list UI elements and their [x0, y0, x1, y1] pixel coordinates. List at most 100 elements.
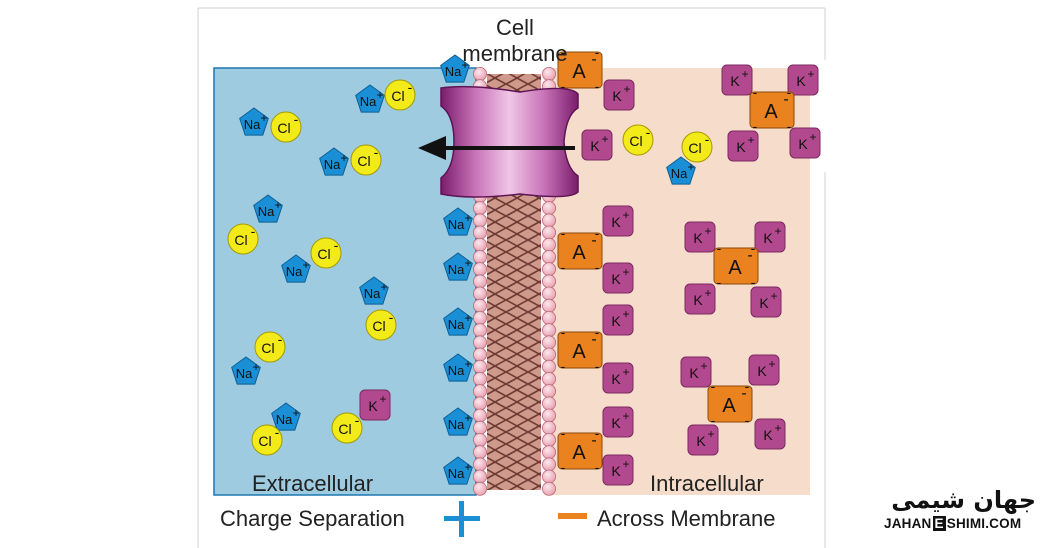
chloride-ion: Cl- — [310, 237, 342, 269]
sodium-charge: + — [464, 411, 471, 425]
potassium-symbol: K — [730, 73, 740, 89]
lipid-head — [542, 213, 557, 228]
charge-separation-label: Charge Separation — [220, 506, 405, 531]
chloride-symbol: Cl — [391, 88, 404, 104]
anion-symbol: A — [722, 395, 736, 417]
anion-corner-charge: - — [595, 324, 600, 340]
potassium-ion: K+ — [602, 304, 634, 336]
potassium-symbol: K — [759, 295, 769, 311]
sodium-charge: + — [461, 58, 468, 72]
potassium-symbol: K — [611, 214, 621, 230]
chloride-ion: Cl- — [331, 412, 363, 444]
anion-corner-charge: - — [717, 274, 722, 290]
lipid-head — [542, 274, 557, 289]
potassium-symbol: K — [689, 365, 699, 381]
across-membrane-label: Across Membrane — [597, 506, 776, 531]
potassium-symbol: K — [611, 463, 621, 479]
sodium-charge: + — [464, 311, 471, 325]
sodium-ion: Na+ — [443, 307, 473, 336]
chloride-charge: - — [374, 144, 379, 160]
anion-symbol: A — [728, 257, 742, 279]
potassium-ion: K+ — [581, 129, 613, 161]
anion-charge: - — [741, 385, 746, 402]
lipid-head — [472, 67, 487, 82]
potassium-symbol: K — [368, 398, 378, 414]
potassium-ion: K+ — [602, 362, 634, 394]
anion-corner-charge: - — [595, 44, 600, 60]
anion-corner-charge: - — [753, 118, 758, 134]
potassium-charge: + — [623, 82, 630, 96]
potassium-ion: K+ — [687, 424, 719, 456]
anion-corner-charge: - — [561, 324, 566, 340]
logo-persian-text: جهان شیمی — [891, 486, 1036, 514]
anion-corner-charge: - — [745, 378, 750, 394]
potassium-ion: K+ — [603, 79, 635, 111]
lipid-head — [472, 457, 487, 472]
sodium-charge: + — [464, 460, 471, 474]
lipid-head — [542, 420, 557, 435]
chloride-symbol: Cl — [629, 133, 642, 149]
anion-symbol: A — [572, 242, 586, 264]
sodium-symbol: Na — [448, 317, 465, 332]
anion-corner-charge: - — [595, 358, 600, 374]
sodium-symbol: Na — [448, 217, 465, 232]
chloride-ion: Cl- — [681, 131, 713, 163]
lipid-head — [472, 371, 487, 386]
lipid-head — [472, 384, 487, 399]
lipid-head — [542, 457, 557, 472]
potassium-ion: K+ — [721, 64, 753, 96]
lipid-head — [472, 298, 487, 313]
potassium-ion: K+ — [754, 418, 786, 450]
anion-corner-charge: - — [711, 378, 716, 394]
potassium-charge: + — [770, 289, 777, 303]
chloride-charge: - — [294, 111, 299, 127]
potassium-charge: + — [622, 409, 629, 423]
potassium-charge: + — [622, 365, 629, 379]
lipid-head — [542, 396, 557, 411]
sodium-charge: + — [292, 406, 299, 420]
sodium-symbol: Na — [445, 64, 462, 79]
sodium-symbol: Na — [671, 166, 688, 181]
chloride-charge: - — [251, 223, 256, 239]
lipid-head — [542, 310, 557, 325]
chloride-charge: - — [355, 412, 360, 428]
potassium-charge: + — [622, 307, 629, 321]
anion-corner-charge: - — [751, 274, 756, 290]
sodium-symbol: Na — [324, 157, 341, 172]
lipid-head — [472, 323, 487, 338]
lipid-head — [472, 396, 487, 411]
anion-corner-charge: - — [711, 412, 716, 428]
sodium-ion: Na+ — [443, 456, 473, 485]
potassium-charge: + — [601, 132, 608, 146]
potassium-symbol: K — [611, 271, 621, 287]
anion-corner-charge: - — [561, 259, 566, 275]
sodium-symbol: Na — [448, 466, 465, 481]
chloride-symbol: Cl — [688, 140, 701, 156]
sodium-charge: + — [464, 211, 471, 225]
potassium-charge: + — [622, 457, 629, 471]
sodium-ion: Na+ — [666, 156, 696, 185]
lipid-head — [542, 359, 557, 374]
chloride-charge: - — [275, 424, 280, 440]
potassium-symbol: K — [757, 363, 767, 379]
sodium-symbol: Na — [258, 204, 275, 219]
anion-charge: - — [591, 232, 596, 249]
potassium-ion: K+ — [789, 127, 821, 159]
sodium-ion: Na+ — [239, 107, 269, 136]
lipid-head — [472, 286, 487, 301]
lipid-head — [472, 481, 487, 496]
anion: A----- — [749, 84, 795, 134]
lipid-head — [542, 384, 557, 399]
anion-corner-charge: - — [595, 259, 600, 275]
anion: A----- — [557, 225, 603, 275]
lipid-head — [472, 237, 487, 252]
sodium-charge: + — [260, 111, 267, 125]
anion-corner-charge: - — [561, 459, 566, 475]
potassium-charge: + — [768, 357, 775, 371]
sodium-charge: + — [376, 88, 383, 102]
lipid-head — [472, 347, 487, 362]
sodium-ion: Na+ — [443, 353, 473, 382]
sodium-charge: + — [340, 151, 347, 165]
sodium-symbol: Na — [286, 264, 303, 279]
lipid-head — [542, 298, 557, 313]
